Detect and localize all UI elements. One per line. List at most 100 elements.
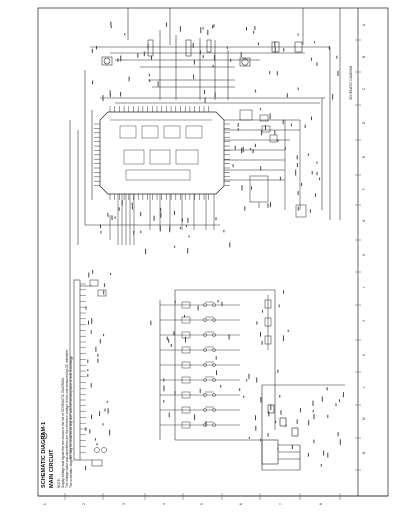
label-mark	[88, 272, 90, 278]
label-mark	[100, 224, 101, 229]
label-mark	[254, 143, 256, 148]
grid-label: L	[362, 386, 366, 388]
label-mark	[194, 414, 196, 421]
label-mark	[256, 321, 258, 325]
switch-contact	[212, 363, 216, 367]
label-mark	[85, 427, 87, 431]
label-mark	[253, 30, 255, 34]
label-mark	[321, 396, 323, 402]
left-connector	[73, 279, 81, 461]
label-mark	[170, 344, 172, 347]
note-line: Supply voltage and signal line are shown…	[61, 377, 65, 488]
label-mark	[143, 51, 145, 57]
right-grid-ticks	[355, 39, 361, 471]
label-mark	[282, 335, 284, 341]
switch-contact	[212, 423, 216, 427]
label-mark	[251, 186, 252, 190]
label-mark	[313, 413, 315, 420]
label-mark	[275, 420, 277, 424]
label-mark	[260, 331, 261, 337]
label-mark	[268, 411, 270, 417]
label-mark	[193, 74, 195, 80]
label-mark	[216, 370, 217, 375]
left-connector-pins	[80, 283, 86, 453]
label-mark	[118, 207, 120, 211]
label-mark	[314, 41, 316, 44]
label-mark	[157, 81, 159, 87]
ladder-resistor	[181, 421, 191, 429]
label-mark	[148, 73, 150, 77]
label-mark	[85, 306, 87, 310]
ladder-resistor	[181, 361, 191, 369]
label-mark	[267, 433, 269, 437]
label-mark	[169, 226, 171, 233]
label-mark	[262, 310, 263, 313]
label-mark	[140, 230, 142, 234]
grid-label: G	[362, 219, 366, 222]
label-mark	[342, 392, 344, 398]
label-mark	[274, 47, 276, 53]
sheet-frame	[37, 7, 389, 497]
label-mark	[120, 91, 122, 97]
label-mark	[260, 438, 262, 442]
label-mark	[248, 436, 250, 439]
ic-bottom-bus	[85, 194, 220, 245]
label-mark	[90, 383, 92, 388]
switch-contact	[203, 333, 207, 337]
ladder-resistor	[181, 406, 191, 414]
label-mark	[248, 373, 250, 380]
label-mark	[220, 384, 222, 388]
label-mark	[91, 318, 93, 324]
switch-contact	[212, 348, 216, 352]
label-mark	[85, 465, 87, 471]
label-mark	[96, 45, 97, 50]
label-mark	[335, 403, 337, 406]
switch-contact	[212, 333, 216, 337]
label-mark	[256, 377, 258, 383]
grid-label: J	[362, 320, 366, 322]
label-mark	[111, 217, 113, 220]
label-mark	[87, 373, 89, 377]
grid-label: H	[362, 253, 366, 256]
label-mark	[174, 391, 176, 395]
label-mark	[204, 89, 206, 95]
ladder-resistor	[181, 346, 191, 354]
circuit-name: MAIN CIRCUIT	[49, 449, 55, 488]
label-mark	[259, 108, 261, 111]
grid-label: K	[362, 353, 366, 356]
label-mark	[199, 388, 201, 393]
label-mark	[337, 70, 339, 77]
ladder-resistor	[181, 316, 191, 324]
label-mark	[250, 147, 252, 150]
label-mark	[276, 71, 278, 76]
label-mark	[296, 419, 298, 424]
label-mark	[255, 89, 257, 93]
label-mark	[297, 33, 299, 36]
label-mark	[103, 334, 105, 337]
switch-contact	[212, 408, 216, 412]
label-mark	[260, 397, 262, 403]
grid-label: F	[362, 188, 366, 190]
label-mark	[214, 92, 216, 98]
label-mark	[291, 444, 293, 449]
label-mark	[88, 320, 89, 325]
label-mark	[109, 94, 111, 98]
label-mark	[163, 378, 165, 382]
label-mark	[234, 145, 236, 150]
label-mark	[213, 24, 215, 28]
label-mark	[296, 163, 298, 168]
label-mark	[213, 55, 215, 61]
label-mark	[103, 283, 105, 287]
label-mark	[296, 155, 298, 160]
label-mark	[274, 41, 276, 48]
label-mark	[277, 139, 279, 142]
label-mark	[97, 358, 99, 363]
label-mark	[252, 149, 254, 154]
grid-label: A	[362, 23, 366, 26]
label-mark	[174, 210, 175, 216]
label-mark	[103, 290, 105, 295]
label-mark	[150, 320, 152, 326]
label-mark	[96, 443, 98, 446]
label-mark	[228, 334, 230, 340]
